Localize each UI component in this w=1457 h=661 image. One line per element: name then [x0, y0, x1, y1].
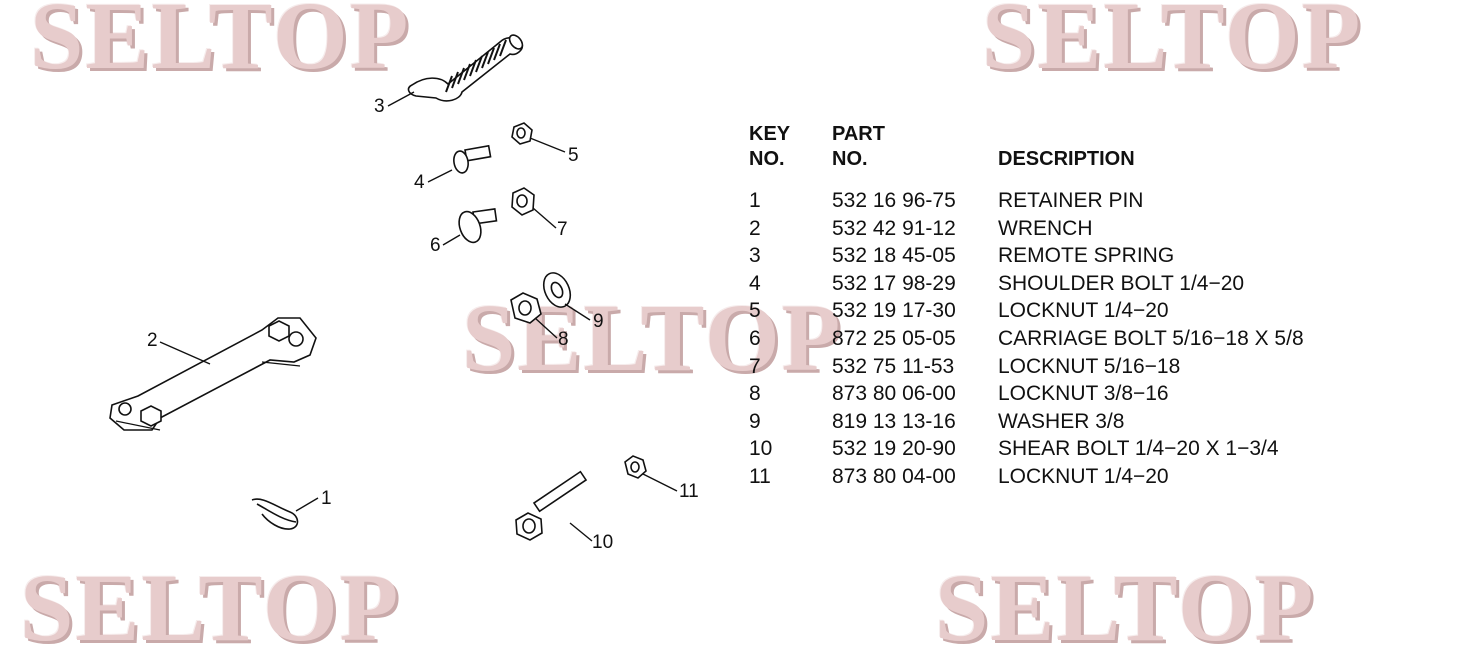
table-row: 1 532 16 96-75 RETAINER PIN: [749, 187, 1304, 215]
parts-diagram: 1 2 3 4 5 6 7 8 9 10 11: [109, 34, 699, 553]
key-cell: 6: [749, 326, 761, 350]
key-cell: 11: [749, 464, 771, 488]
table-row: 5 532 19 17-30 LOCKNUT 1/4−20: [749, 297, 1304, 325]
table-row: 10 532 19 20-90 SHEAR BOLT 1/4−20 X 1−3/4: [749, 435, 1304, 463]
key-cell: 3: [749, 244, 761, 268]
callout-11: 11: [679, 481, 699, 502]
part-number-cell: 819 13 13-16: [832, 409, 956, 433]
description-cell: RETAINER PIN: [998, 189, 1144, 212]
carriage-bolt-part: [458, 208, 498, 244]
part-number-cell: 532 19 17-30: [832, 299, 956, 323]
table-row: 4 532 17 98-29 SHOULDER BOLT 1/4−20: [749, 270, 1304, 298]
locknut-part: [511, 122, 533, 145]
wrench-part: [109, 317, 317, 431]
key-cell: 9: [749, 409, 761, 433]
key-cell: 4: [749, 271, 761, 295]
table-header: KEY NO. PART NO. DESCRIPTION: [749, 122, 1304, 172]
description-cell: CARRIAGE BOLT 5/16−18 X 5/8: [998, 326, 1304, 350]
description-cell: LOCKNUT 3/8−16: [998, 382, 1169, 406]
description-header: DESCRIPTION: [998, 148, 1135, 170]
description-cell: WASHER 3/8: [998, 409, 1125, 433]
callout-5: 5: [568, 145, 579, 166]
part-number-cell: 532 18 45-05: [832, 244, 956, 268]
key-cell: 10: [749, 437, 773, 461]
part-number-cell: 532 17 98-29: [832, 271, 956, 295]
locknut-part: [624, 455, 647, 479]
key-cell: 8: [749, 382, 761, 406]
washer-part: [542, 272, 572, 308]
part-no-header: PART NO.: [832, 123, 885, 170]
shear-bolt-part: [515, 470, 588, 541]
key-no-header: KEY NO.: [749, 123, 791, 170]
part-number-cell: 872 25 05-05: [832, 326, 956, 350]
locknut-part: [510, 292, 542, 324]
callout-10: 10: [592, 532, 613, 553]
part-number-cell: 532 42 91-12: [832, 216, 956, 240]
key-cell: 5: [749, 299, 761, 323]
watermark: SELTOP: [982, 0, 1363, 89]
part-number-cell: 532 75 11-53: [832, 354, 955, 378]
table-row: 6 872 25 05-05 CARRIAGE BOLT 5/16−18 X 5/8: [749, 325, 1304, 353]
table-row: 3 532 18 45-05 REMOTE SPRING: [749, 242, 1304, 270]
callout-1: 1: [321, 488, 332, 509]
description-cell: REMOTE SPRING: [998, 244, 1175, 268]
table-row: 7 532 75 11-53 LOCKNUT 5/16−18: [749, 353, 1304, 381]
table-row: 9 819 13 13-16 WASHER 3/8: [749, 408, 1304, 436]
description-cell: SHOULDER BOLT 1/4−20: [998, 271, 1245, 295]
locknut-part: [511, 187, 535, 216]
table-row: 11 873 80 04-00 LOCKNUT 1/4−20: [749, 463, 1304, 491]
description-cell: WRENCH: [998, 216, 1093, 240]
callout-7: 7: [557, 219, 568, 240]
parts-list-table: KEY NO. PART NO. DESCRIPTION 1 532 16 96-…: [749, 122, 1304, 491]
key-cell: 1: [749, 189, 761, 212]
part-number-cell: 873 80 06-00: [832, 382, 956, 406]
key-cell: 2: [749, 216, 761, 240]
retainer-pin-part: [251, 498, 299, 530]
table-row: 8 873 80 06-00 LOCKNUT 3/8−16: [749, 380, 1304, 408]
shoulder-bolt-part: [453, 144, 492, 174]
callout-9: 9: [593, 311, 604, 332]
callout-2: 2: [147, 330, 158, 351]
description-cell: LOCKNUT 1/4−20: [998, 299, 1169, 323]
key-cell: 7: [749, 354, 761, 378]
callout-8: 8: [558, 329, 569, 350]
description-cell: LOCKNUT 1/4−20: [998, 464, 1169, 488]
watermark: SELTOP: [935, 554, 1316, 661]
part-number-cell: 532 16 96-75: [832, 189, 956, 212]
part-number-cell: 532 19 20-90: [832, 437, 956, 461]
remote-spring-part: [407, 34, 524, 102]
part-number-cell: 873 80 04-00: [832, 464, 956, 488]
callout-3: 3: [374, 96, 385, 117]
table-row: 2 532 42 91-12 WRENCH: [749, 215, 1304, 243]
description-cell: SHEAR BOLT 1/4−20 X 1−3/4: [998, 437, 1279, 461]
callout-4: 4: [414, 172, 425, 193]
description-cell: LOCKNUT 5/16−18: [998, 354, 1181, 378]
callout-6: 6: [430, 235, 441, 256]
